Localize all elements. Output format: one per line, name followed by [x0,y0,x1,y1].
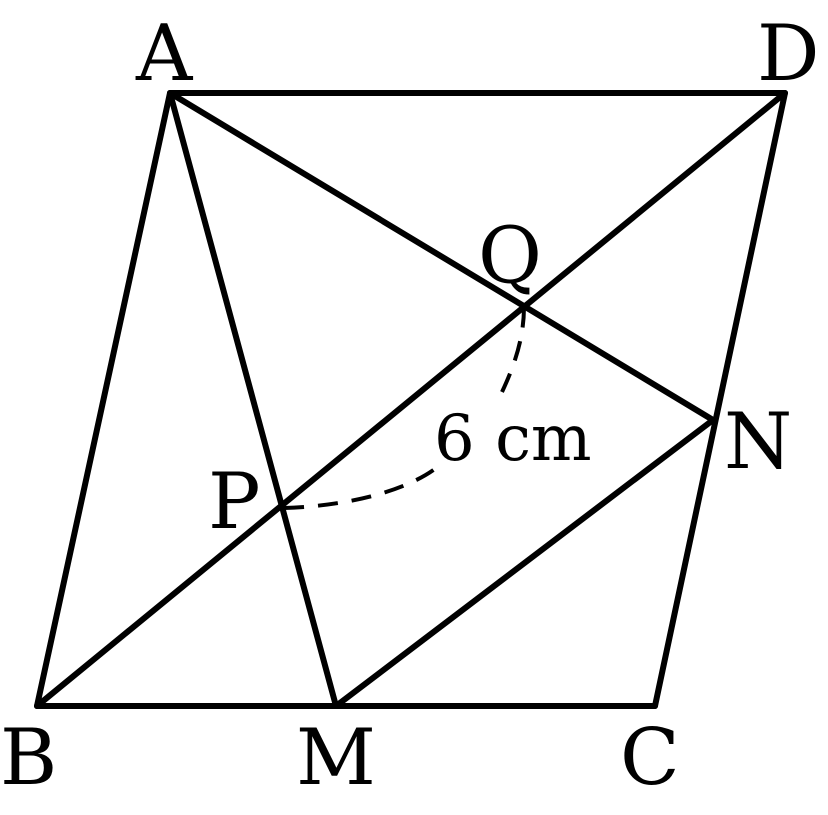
segment-AM [167,90,339,709]
segment-AB [34,90,173,709]
segment-AN [167,90,716,423]
label-N: N [724,397,792,487]
label-B: B [0,713,57,803]
measure-arc-upper [500,305,526,393]
label-A: A [135,9,194,99]
label-C: C [620,713,680,803]
measure-arc-lower [283,463,442,510]
segment-CD [652,90,788,709]
segment-MN [333,417,716,709]
segment-BD [34,90,788,709]
label-D: D [757,9,820,99]
label-Q: Q [478,211,542,301]
measurement-label: 6 cm [434,402,592,476]
label-P: P [208,457,260,547]
label-M: M [296,713,376,803]
